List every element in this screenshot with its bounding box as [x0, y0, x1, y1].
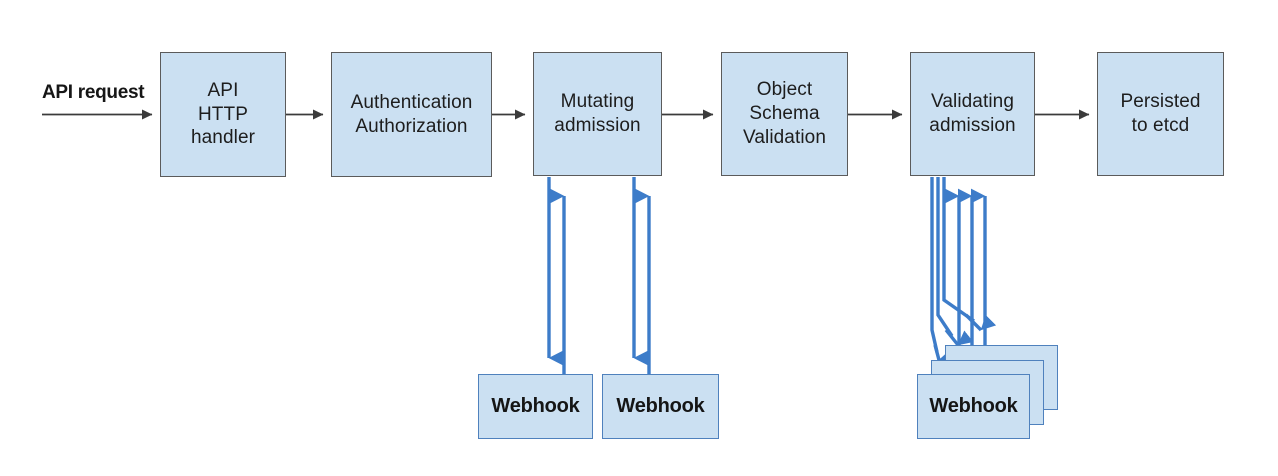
- api-request-label: API request: [42, 82, 145, 103]
- validating-call-2-arrow: [936, 177, 974, 347]
- node-persisted-to-etcd[interactable]: Persisted to etcd: [1097, 52, 1224, 176]
- webhook-mutating-2[interactable]: Webhook: [602, 374, 719, 439]
- webhook-mutating-1[interactable]: Webhook: [478, 374, 593, 439]
- node-mutating-admission[interactable]: Mutating admission: [533, 52, 662, 176]
- webhook-validating-front[interactable]: Webhook: [917, 374, 1030, 439]
- node-object-schema-validation[interactable]: Object Schema Validation: [721, 52, 848, 176]
- validating-call-3-arrow: [942, 177, 997, 332]
- node-api-http-handler[interactable]: API HTTP handler: [160, 52, 286, 177]
- validating-call-1-arrow: [930, 177, 955, 364]
- node-authn-authz[interactable]: Authentication Authorization: [331, 52, 492, 177]
- node-validating-admission[interactable]: Validating admission: [910, 52, 1035, 176]
